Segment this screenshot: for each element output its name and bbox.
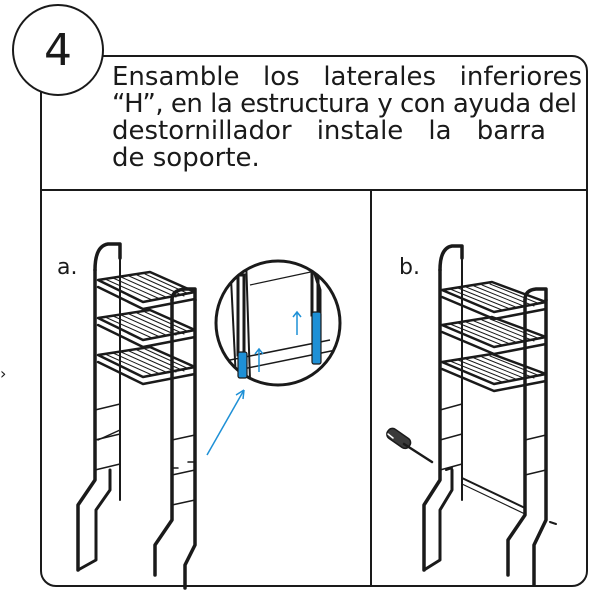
margin-mark-icon: › — [0, 364, 7, 383]
shelf-unit-a-illustration — [76, 242, 197, 590]
step-number: 4 — [44, 24, 72, 76]
instruction-panel — [40, 55, 588, 587]
zoom-detail-circle — [214, 259, 342, 387]
instruction-line-4: de soporte. — [112, 143, 260, 173]
tube-insert-parts — [237, 311, 322, 379]
panel-b-label: b. — [399, 255, 420, 280]
arrow-up-icon — [254, 310, 302, 372]
instruction-text: Ensamble los laterales inferiores “H”, e… — [112, 64, 582, 172]
panel-divider — [370, 189, 372, 587]
instruction-line-2: “H”, en la estructura y con ayuda del — [112, 89, 577, 119]
screwdriver-icon — [386, 427, 434, 464]
instruction-line-1: Ensamble los laterales inferiores — [112, 62, 582, 92]
zoom-pointer-arrow-icon — [206, 389, 245, 456]
step-number-badge: 4 — [12, 4, 104, 96]
shelf-unit-b-illustration — [422, 244, 557, 587]
instruction-line-3: destornillador instale la barra — [112, 116, 546, 146]
panel-a-label: a. — [57, 255, 78, 280]
header-divider — [40, 189, 588, 191]
